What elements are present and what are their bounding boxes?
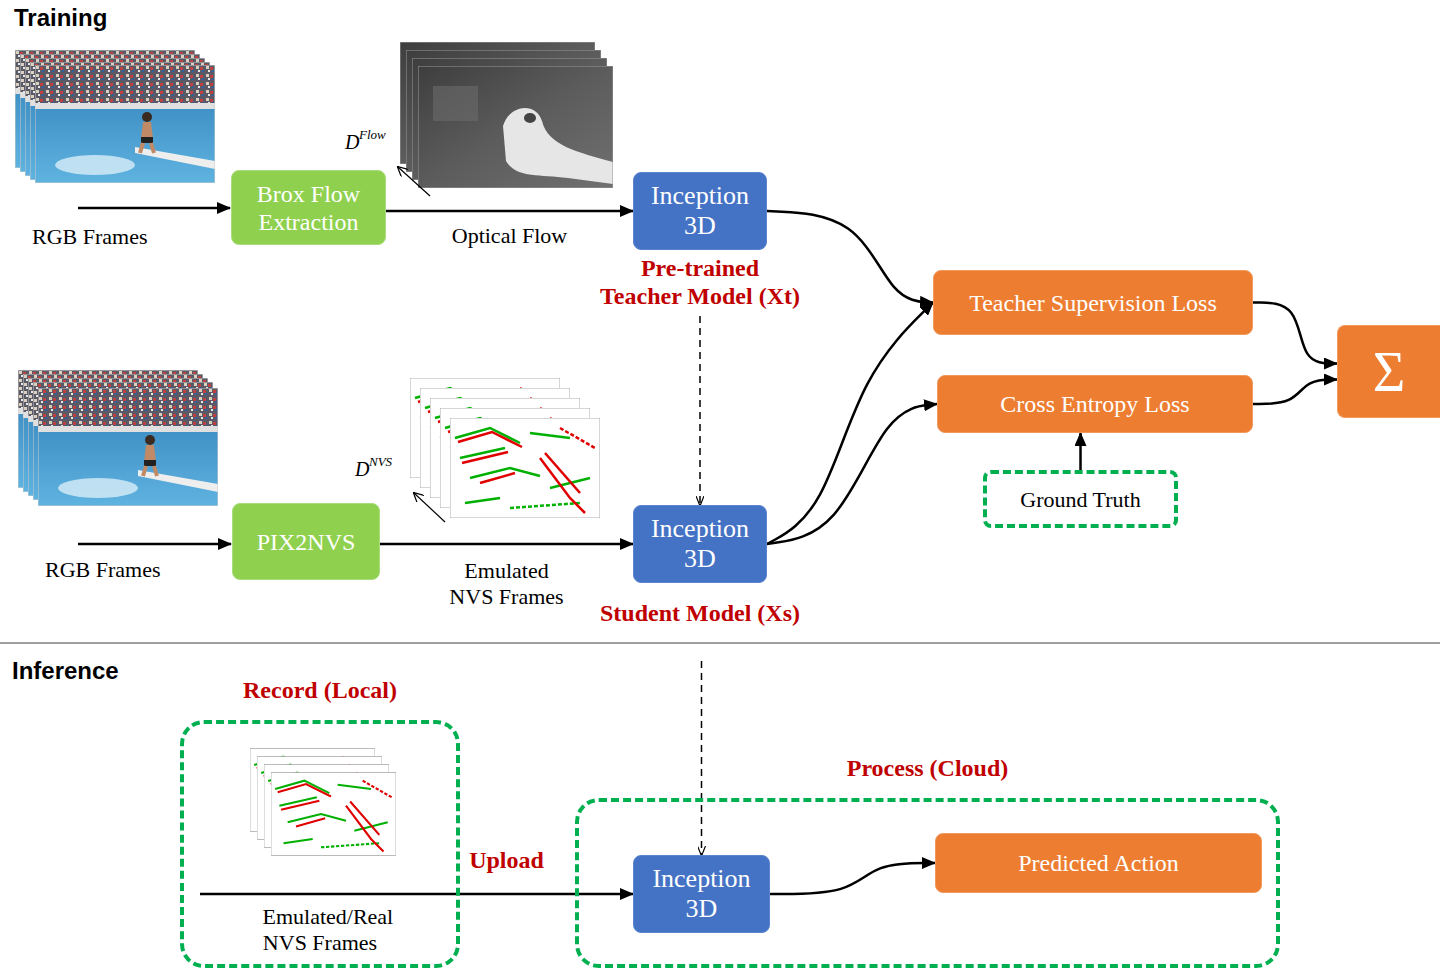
input-caption: RGB Frames <box>32 224 148 250</box>
box-label: Teacher Supervision Loss <box>969 289 1217 317</box>
box-label: Predicted Action <box>1018 849 1179 877</box>
box-content: Σ <box>1338 326 1440 417</box>
loss-box: Cross Entropy Loss <box>937 375 1253 433</box>
box-label: Cross Entropy Loss <box>1000 390 1189 418</box>
box-content: Brox Flow Extraction <box>232 171 385 244</box>
box-label: Σ <box>1373 340 1406 404</box>
model-box: Inception 3DPre-trained Teacher Model (X… <box>633 172 767 250</box>
flow-arrow <box>460 893 633 896</box>
nvs-frames-record <box>250 748 396 855</box>
flow-arrow <box>1253 303 1337 364</box>
sum-box: Σ <box>1337 325 1440 418</box>
input-arrow <box>78 207 230 210</box>
box-content: Teacher Supervision Loss <box>934 271 1252 334</box>
symbol-superscript: NVS <box>369 454 392 470</box>
dashed-arrow <box>699 316 701 505</box>
section-title: Training <box>14 4 107 32</box>
symbol-label: D <box>345 131 359 154</box>
box-label: Inception 3D <box>642 181 758 241</box>
box-heading: Pre-trained Teacher Model (Xt) <box>600 254 800 310</box>
box-label: Brox Flow Extraction <box>240 180 377 236</box>
box-content: PIX2NVS <box>233 504 379 579</box>
flow-arrow <box>380 543 633 546</box>
leader-line <box>398 167 430 196</box>
box-label: Inception 3D <box>642 864 761 924</box>
box-content: Inception 3D <box>634 173 766 249</box>
record-line <box>200 893 460 896</box>
box-content: Inception 3D <box>634 856 769 932</box>
box-heading: Process (Cloud) <box>846 754 1010 782</box>
output-box: Predicted Action <box>935 833 1262 893</box>
nvs-frames <box>410 378 600 518</box>
local-region: Record (Local)Emulated/Real NVS Frames <box>180 720 460 968</box>
input-arrow <box>78 543 231 546</box>
box-heading: Record (Local) <box>242 676 398 704</box>
flow-arrow <box>1079 433 1082 470</box>
box-content: Inception 3D <box>634 506 766 582</box>
model-box: Inception 3DStudent Model (Xs) <box>633 505 767 583</box>
section-title: Inference <box>12 657 119 685</box>
rgb-frames-bottom <box>18 370 218 506</box>
optical-flow-frames <box>400 42 613 188</box>
process-box: PIX2NVS <box>232 503 380 580</box>
cloud-region: Inception 3DPredicted ActionProcess (Clo… <box>575 798 1280 968</box>
flow-arrow <box>767 303 933 545</box>
box-content: Cross Entropy Loss <box>938 376 1252 432</box>
box-label: PIX2NVS <box>257 528 356 556</box>
loss-box: Teacher Supervision Loss <box>933 270 1253 335</box>
edge-label: Emulated NVS Frames <box>449 558 564 610</box>
section-separator <box>0 642 1440 644</box>
box-content: Ground Truth <box>987 474 1174 524</box>
data-box: Ground Truth <box>983 470 1178 528</box>
input-caption: RGB Frames <box>45 557 161 583</box>
edge-label: Upload <box>468 846 545 874</box>
leader-line <box>414 493 445 522</box>
symbol-superscript: Flow <box>359 127 386 143</box>
rgb-frames-top <box>15 50 215 183</box>
flow-arrow <box>770 863 935 894</box>
symbol-label: D <box>355 458 369 481</box>
dashed-arrow <box>701 661 703 855</box>
box-label: Inception 3D <box>642 514 758 574</box>
flow-arrow <box>767 404 937 544</box>
flow-arrow <box>386 210 633 213</box>
box-heading: Student Model (Xs) <box>599 599 802 627</box>
edge-label: Optical Flow <box>451 223 569 249</box>
process-box: Brox Flow Extraction <box>231 170 386 245</box>
box-content: Predicted Action <box>936 834 1261 892</box>
box-label: Ground Truth <box>1020 487 1140 512</box>
model-box: Inception 3D <box>633 855 770 933</box>
frame-caption: Emulated/Real NVS Frames <box>263 904 378 956</box>
flow-arrow <box>1253 380 1337 405</box>
